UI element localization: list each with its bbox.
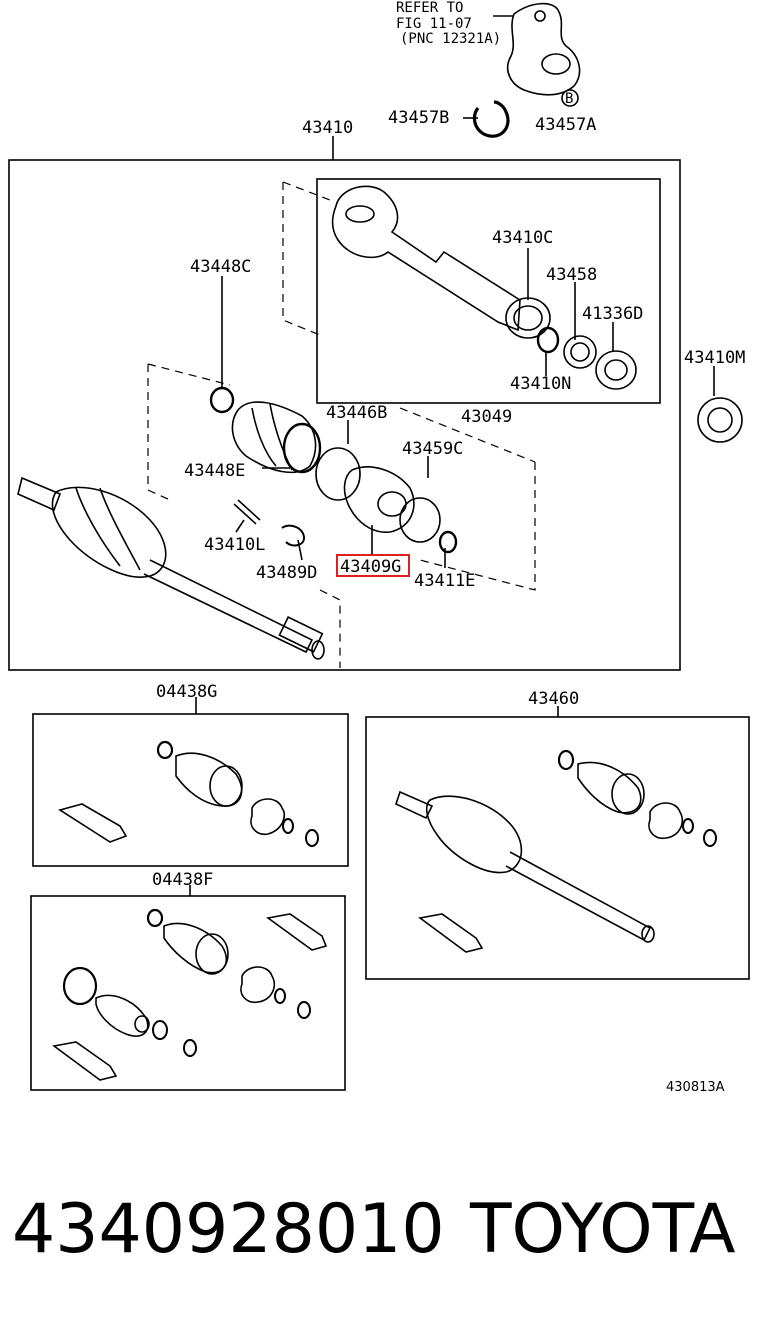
steering-knuckle-illustration [506, 2, 581, 96]
seal-43410M [697, 397, 743, 443]
snap-ring-43410N [536, 326, 560, 354]
kit-04438G-parts [58, 740, 319, 847]
seal-41336D [595, 350, 637, 390]
label-43410M: 43410M [684, 348, 745, 368]
label-43049: 43049 [461, 407, 512, 427]
label-43410L: 43410L [204, 535, 265, 555]
label-43457B: 43457B [388, 108, 449, 128]
highlight-box [336, 554, 410, 577]
kit-box-43460 [365, 716, 750, 980]
label-43448C: 43448C [190, 257, 251, 277]
outboard-housing-43410C [331, 185, 551, 339]
refer-note-line2: FIG 11-07 [396, 16, 472, 32]
kit-box-04438G [32, 713, 349, 867]
refer-note-line3: (PNC 12321A) [400, 31, 501, 47]
inboard-joint-43409G [343, 466, 415, 533]
label-04438G: 04438G [156, 682, 217, 702]
label-43411E: 43411E [414, 571, 475, 591]
label-43460: 43460 [528, 689, 579, 709]
boot-clamp-43448E [282, 422, 322, 474]
label-43410: 43410 [302, 118, 353, 138]
inboard-joint-box [316, 178, 661, 404]
label-41336D: 41336D [582, 304, 643, 324]
label-43458: 43458 [546, 265, 597, 285]
boot-clamp-43448C [209, 386, 235, 414]
ring-43459C [399, 497, 441, 543]
diagram-code: 430813A [666, 1080, 725, 1095]
circled-b-letter: B [565, 91, 573, 107]
bearing-43458 [563, 335, 597, 369]
refer-note-line1: REFER TO [396, 0, 463, 16]
kit-box-04438F [30, 895, 346, 1091]
label-43459C: 43459C [402, 439, 463, 459]
bolt-43410L [233, 499, 261, 525]
drive-shaft-43410 [17, 476, 325, 660]
kit-04438F-parts [52, 908, 328, 1081]
main-assembly-frame [8, 159, 681, 671]
label-43410N: 43410N [510, 374, 571, 394]
clip-43489D [281, 524, 306, 547]
label-43446B: 43446B [326, 403, 387, 423]
label-04438F: 04438F [152, 870, 213, 890]
snap-ring-43457B [472, 100, 510, 138]
label-43409G: 43409G [340, 557, 401, 577]
label-43489D: 43489D [256, 563, 317, 583]
footer-brand: TOYOTA [470, 1190, 736, 1269]
snap-ring-43411E [438, 530, 458, 554]
label-43410C: 43410C [492, 228, 553, 248]
kit-43460-parts [395, 749, 717, 953]
label-43457A: 43457A [535, 115, 596, 135]
label-43448E: 43448E [184, 461, 245, 481]
footer-part-number: 4340928010 [12, 1190, 445, 1269]
